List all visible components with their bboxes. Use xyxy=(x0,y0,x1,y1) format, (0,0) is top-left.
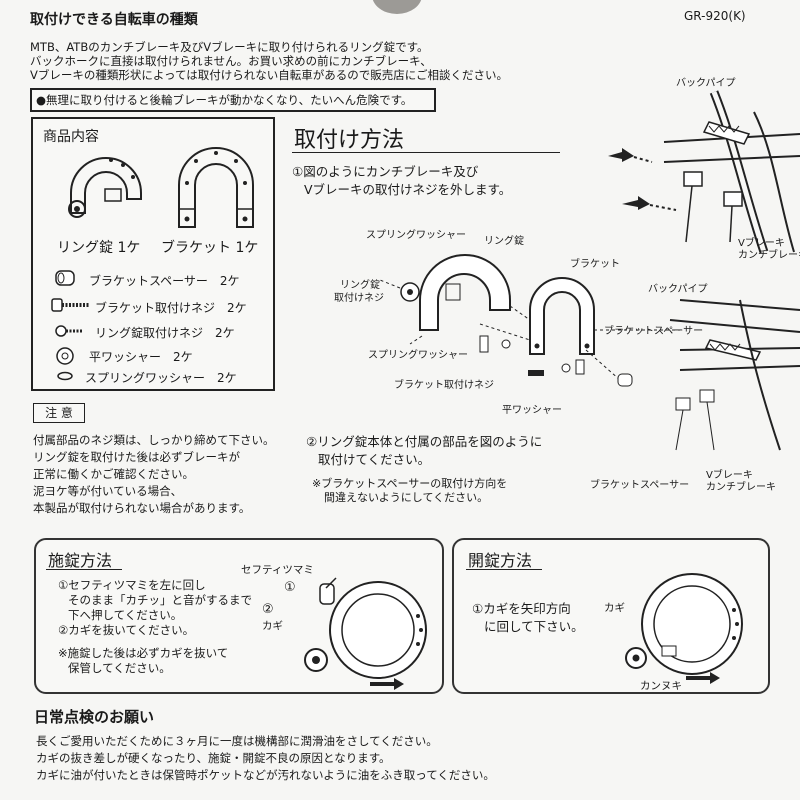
intro-line: Vブレーキの種類形状によっては取付けられない自転車があるので販売店にご相談くださ… xyxy=(30,68,508,82)
label-cantilever: カンチブレーキ xyxy=(738,250,800,261)
exploded-diagram xyxy=(379,254,800,451)
ring-lock-illustration xyxy=(68,157,142,218)
daily-text: 長くご愛用いただくために３ヶ月に一度は機構部に潤滑油をさしてください。 カギの抜… xyxy=(36,733,495,784)
install-title: 取付け方法 xyxy=(294,128,405,153)
locking-text: ①セフティツマミを左に回し そのまま「カチッ」と音がするまで 下へ押してください… xyxy=(58,578,252,638)
note-line: ※ブラケットスペーサーの取付け方向を xyxy=(312,477,508,490)
caution-text: 付属部品のネジ類は、しっかり締めて下さい。 リング錠を取付けた後は必ずブレーキが… xyxy=(33,432,275,517)
label-ring-lock-screw: 取付けネジ xyxy=(334,293,384,304)
label-ring-lock-screw: リング錠 xyxy=(340,280,380,291)
locking-line: ②カギを抜いてください。 xyxy=(58,623,195,637)
hanger-hole xyxy=(372,0,422,14)
unlocking-line: ①カギを矢印方向 xyxy=(472,601,571,616)
flat-washer-icon xyxy=(56,347,74,365)
warning-box: ●無理に取り付けると後輪ブレーキが動かなくなり、たいへん危険です。 xyxy=(30,88,436,112)
locking-line: 下へ押してください。 xyxy=(68,608,183,622)
label-safety-knob: セフティツマミ xyxy=(241,564,314,576)
unlocking-line: に回して下さい。 xyxy=(484,619,584,634)
label-back-pipe: バックパイプ xyxy=(676,78,736,89)
locking-note-line: ※施錠した後は必ずカギを抜いて xyxy=(58,646,229,660)
note-line: 間違えないようにしてください。 xyxy=(324,491,489,504)
page-title: 取付けできる自転車の種類 xyxy=(30,12,198,28)
step2-line: ②リング錠本体と付属の部品を図のように xyxy=(306,434,543,449)
locking-note-line: 保管してください。 xyxy=(68,661,171,675)
unlocking-illustration xyxy=(625,573,743,684)
bracket-screw-icon xyxy=(51,298,89,312)
install-step2: ②リング錠本体と付属の部品を図のように 取付けてください。 xyxy=(306,433,542,469)
step1-line: Vブレーキの取付けネジを外します。 xyxy=(304,182,512,197)
step2-line: 取付けてください。 xyxy=(318,452,431,467)
model-number: GR-920(K) xyxy=(684,9,746,23)
item-label: リング錠取付けネジ 2ケ xyxy=(95,326,235,340)
unlocking-box: 開錠方法 ①カギを矢印方向 に回して下さい。 カギ カンヌキ xyxy=(452,538,770,694)
lock-screw-icon xyxy=(55,325,83,337)
label-spring-washer-2: スプリングワッシャー xyxy=(368,350,468,361)
label-key: カギ xyxy=(262,620,283,632)
label-bracket-screw: ブラケット取付けネジ xyxy=(394,380,494,391)
label-cantilever-2: カンチブレーキ xyxy=(706,482,776,493)
label-key-unlock: カギ xyxy=(604,602,625,614)
bracket-illustration xyxy=(178,147,254,228)
label-bracket-spacer-2: ブラケットスペーサー xyxy=(590,480,690,491)
locking-title-underline xyxy=(46,569,122,570)
spring-washer-icon xyxy=(57,371,73,381)
label-bracket: ブラケット xyxy=(570,259,620,270)
locking-title: 施錠方法 xyxy=(48,551,113,570)
install-underline xyxy=(292,152,560,153)
caution-line: 正常に働くかご確認ください。 xyxy=(33,467,194,481)
contents-box: 商品内容 リング錠 1ケ ブラケット 1ケ ブラケットスペーサー 2ケ ブラケッ… xyxy=(31,117,275,391)
caution-title-box: 注 意 xyxy=(33,403,85,423)
label-flat-washer: 平ワッシャー xyxy=(502,405,562,416)
unlocking-title: 開錠方法 xyxy=(468,551,533,570)
label-ring-lock: リング錠 xyxy=(484,236,524,247)
label-num-1: ① xyxy=(284,580,296,595)
item-label: 平ワッシャー 2ケ xyxy=(89,350,193,364)
bracket-label: ブラケット 1ケ xyxy=(161,240,259,256)
unlocking-title-underline xyxy=(466,569,542,570)
spacer-icon xyxy=(55,270,75,286)
brake-illustration-top xyxy=(608,90,800,254)
label-back-pipe-2: バックパイプ xyxy=(648,284,708,295)
locking-line: ①セフティツマミを左に回し xyxy=(58,578,206,592)
ring-lock-label: リング錠 1ケ xyxy=(57,240,141,256)
install-note: ※ブラケットスペーサーの取付け方向を 間違えないようにしてください。 xyxy=(312,477,507,505)
daily-line: カギに油が付いたときは保管時ポケットなどが汚れないように油をふき取ってください。 xyxy=(36,768,495,782)
item-label: ブラケット取付けネジ 2ケ xyxy=(95,301,247,315)
intro-line: バックホークに直接は取付けられません。お買い求めの前にカンチブレーキ、 xyxy=(30,54,432,68)
caution-line: 本製品が取付けられない場合があります。 xyxy=(33,501,251,515)
item-label: ブラケットスペーサー 2ケ xyxy=(89,274,240,288)
unlocking-text: ①カギを矢印方向 に回して下さい。 xyxy=(472,600,584,636)
item-label: スプリングワッシャー 2ケ xyxy=(85,371,237,385)
daily-line: 長くご愛用いただくために３ヶ月に一度は機構部に潤滑油をさしてください。 xyxy=(36,734,438,748)
locking-line: そのまま「カチッ」と音がするまで xyxy=(68,593,252,607)
label-spring-washer: スプリングワッシャー xyxy=(366,230,466,241)
label-v-brake: Vブレーキ xyxy=(738,238,785,249)
locking-illustration xyxy=(304,577,427,690)
caution-line: 付属部品のネジ類は、しっかり締めて下さい。 xyxy=(33,433,275,447)
step1-line: ①図のようにカンチブレーキ及び xyxy=(292,164,479,179)
locking-box: 施錠方法 ①セフティツマミを左に回し そのまま「カチッ」と音がするまで 下へ押し… xyxy=(34,538,444,694)
daily-title: 日常点検のお願い xyxy=(34,708,155,726)
warning-text: ●無理に取り付けると後輪ブレーキが動かなくなり、たいへん危険です。 xyxy=(36,93,413,107)
locking-note: ※施錠した後は必ずカギを抜いて 保管してください。 xyxy=(58,646,228,676)
label-v-brake-2: Vブレーキ xyxy=(706,470,753,481)
label-num-2: ② xyxy=(262,602,274,617)
daily-line: カギの抜き差しが硬くなったり、施錠・開錠不良の原因となります。 xyxy=(36,751,391,765)
caution-line: 泥ヨケ等が付いている場合、 xyxy=(33,484,183,498)
caution-title: 注 意 xyxy=(45,406,73,420)
intro-text: MTB、ATBのカンチブレーキ及びVブレーキに取り付けられるリング錠です。 バッ… xyxy=(30,40,508,82)
label-bracket-spacer: ブラケットスペーサー xyxy=(604,326,704,337)
intro-line: MTB、ATBのカンチブレーキ及びVブレーキに取り付けられるリング錠です。 xyxy=(30,40,429,54)
caution-line: リング錠を取付けた後は必ずブレーキが xyxy=(33,450,240,464)
install-step1: ①図のようにカンチブレーキ及び Vブレーキの取付けネジを外します。 xyxy=(292,163,511,199)
contents-title: 商品内容 xyxy=(43,129,99,145)
label-latch: カンヌキ xyxy=(640,680,682,692)
